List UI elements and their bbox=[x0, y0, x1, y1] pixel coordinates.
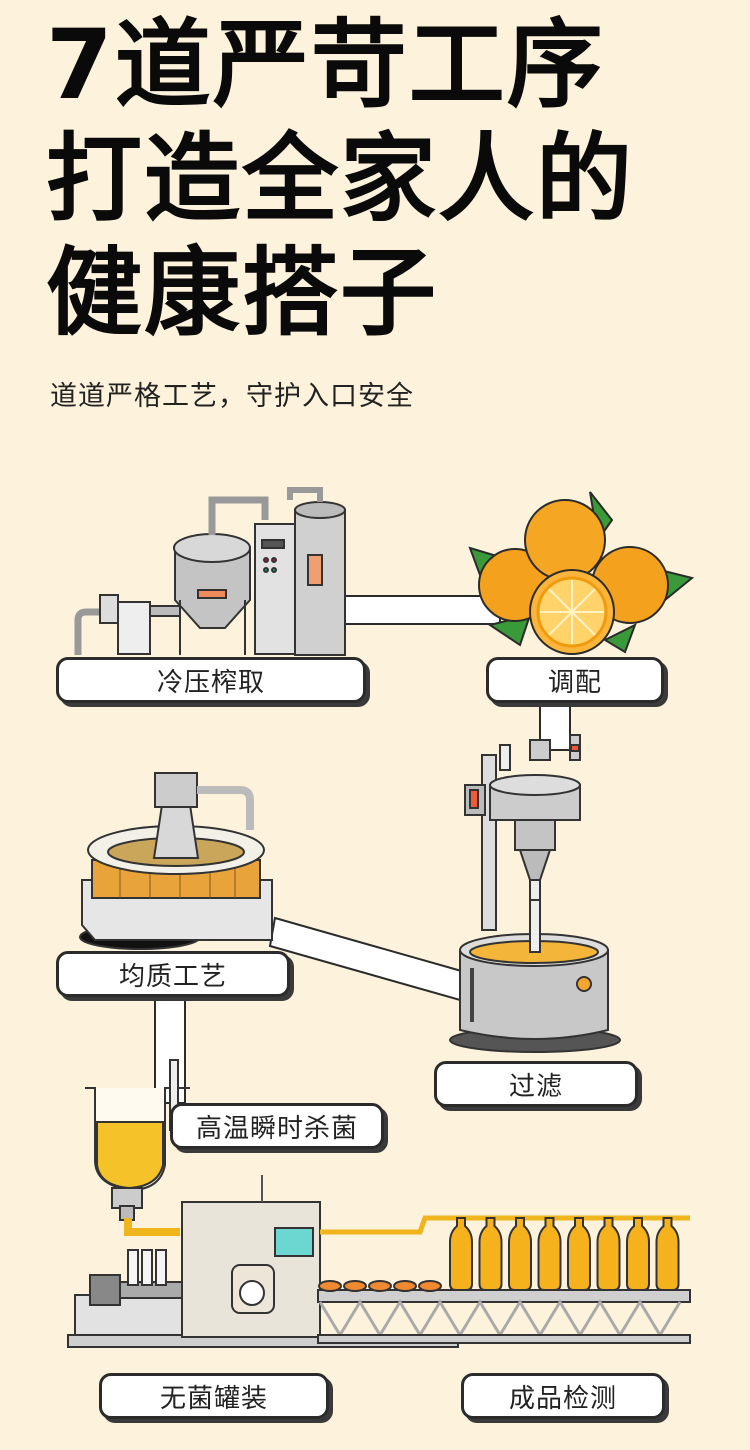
juice-bottle bbox=[478, 1217, 503, 1291]
step-label-aseptic-filling: 无菌罐装 bbox=[99, 1373, 329, 1419]
juice-bottle bbox=[626, 1217, 650, 1291]
pipe-filter-to-homogenize bbox=[268, 916, 467, 1002]
filter-vessel bbox=[449, 899, 621, 1053]
step-label-filtering: 过滤 bbox=[434, 1061, 638, 1107]
juice-bottle bbox=[449, 1217, 473, 1291]
title-line-3: 健康搭子 bbox=[46, 237, 438, 349]
homogenizer-machine bbox=[79, 772, 273, 950]
step-label-uht-sterilization: 高温瞬时杀菌 bbox=[170, 1103, 384, 1149]
juice-bottle bbox=[596, 1217, 621, 1291]
step-label-blending: 调配 bbox=[486, 657, 664, 703]
cold-press-machine bbox=[74, 487, 346, 656]
title-line-2: 打造全家人的 bbox=[46, 123, 634, 235]
step-label-quality-inspection: 成品检测 bbox=[461, 1373, 665, 1419]
filter-machine bbox=[464, 734, 581, 946]
juice-bottle bbox=[508, 1217, 532, 1291]
juice-bottle bbox=[567, 1217, 591, 1291]
step-label-homogenizing: 均质工艺 bbox=[56, 951, 290, 997]
step-label-cold-press: 冷压榨取 bbox=[56, 657, 366, 703]
uht-beaker bbox=[85, 1059, 190, 1221]
page-title: 7道严苛工序 打造全家人的 健康搭子 bbox=[46, 8, 634, 350]
juice-bottle bbox=[655, 1217, 680, 1291]
juice-bottle bbox=[537, 1217, 562, 1291]
pipe-press-to-blend bbox=[339, 595, 501, 625]
title-line-1: 7道严苛工序 bbox=[46, 9, 605, 121]
oranges-illustration bbox=[468, 491, 695, 655]
subtitle: 道道严格工艺，守护入口安全 bbox=[50, 381, 414, 412]
juice-bottles bbox=[449, 1217, 680, 1291]
aseptic-filling-machine bbox=[67, 1175, 691, 1348]
